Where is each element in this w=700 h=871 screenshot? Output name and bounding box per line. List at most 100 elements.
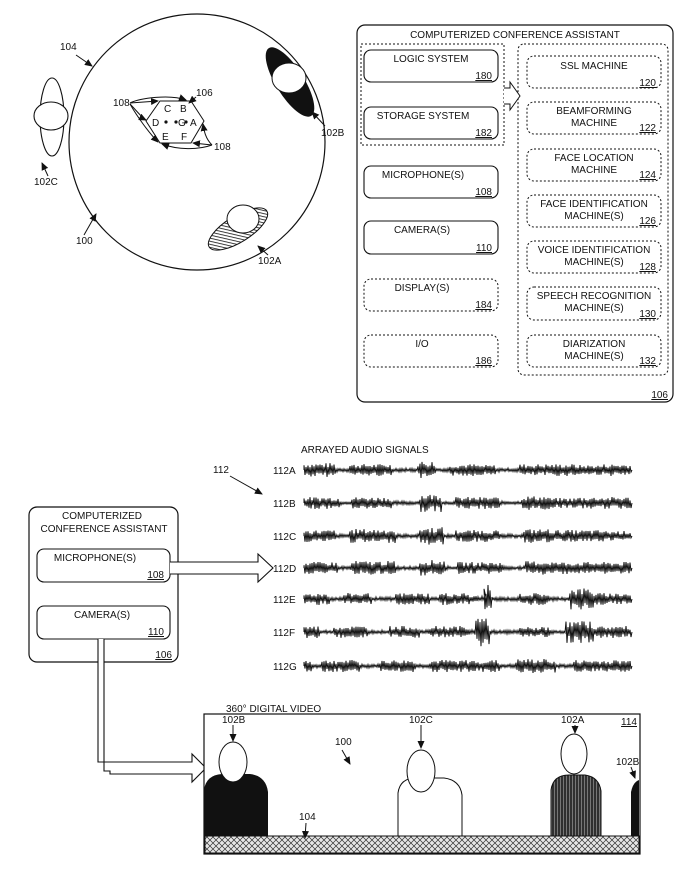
mic-letter: B	[180, 104, 187, 115]
svg-text:110: 110	[476, 243, 492, 254]
audio-arrow-icon	[170, 552, 274, 584]
table-strip	[204, 835, 640, 854]
svg-text:108: 108	[147, 570, 164, 581]
small-assistant-block: COMPUTERIZED CONFERENCE ASSISTANT MICROP…	[28, 506, 274, 784]
svg-text:182: 182	[475, 128, 492, 139]
video-ref: 114	[621, 717, 637, 728]
svg-text:SPEECH RECOGNITION: SPEECH RECOGNITION	[537, 291, 651, 302]
assistant-ref: 106	[651, 390, 668, 401]
machine-ssl: SSL MACHINE 120	[526, 55, 662, 89]
audio-waveform	[303, 659, 633, 673]
device-label-106: 106	[196, 88, 213, 99]
video-title: 360° DIGITAL VIDEO	[226, 704, 321, 715]
track-label: 112B	[273, 499, 296, 510]
person-102C-top	[33, 77, 69, 157]
small-title: CONFERENCE ASSISTANT	[40, 524, 167, 535]
svg-text:130: 130	[639, 309, 656, 320]
group-arrow-icon	[504, 80, 521, 112]
track-label: 112A	[273, 466, 296, 477]
block-displays: DISPLAY(S) 184	[363, 278, 499, 312]
svg-text:122: 122	[639, 123, 656, 134]
audio-title: ARRAYED AUDIO SIGNALS	[301, 445, 429, 456]
svg-text:MICROPHONE(S): MICROPHONE(S)	[54, 553, 136, 564]
svg-text:I/O: I/O	[415, 339, 429, 350]
svg-text:124: 124	[639, 170, 656, 181]
machine-voice-identification: VOICE IDENTIFICATION MACHINE(S) 128	[526, 240, 662, 274]
machine-face-identification: FACE IDENTIFICATION MACHINE(S) 126	[526, 194, 662, 228]
svg-text:DIARIZATION: DIARIZATION	[563, 339, 626, 350]
audio-waveform	[303, 461, 633, 479]
mic-letter: D	[152, 118, 159, 129]
svg-text:STORAGE SYSTEM: STORAGE SYSTEM	[377, 111, 470, 122]
svg-text:MACHINE(S): MACHINE(S)	[564, 257, 623, 268]
table-label-104: 104	[60, 42, 77, 53]
video-person-label: 102B	[616, 757, 640, 768]
video-table-label: 104	[299, 812, 316, 823]
mic-label-108: 108	[113, 98, 130, 109]
block-microphones: MICROPHONE(S) 108	[363, 165, 499, 199]
track-label: 112E	[273, 595, 296, 606]
video-room-label: 100	[335, 737, 352, 748]
audio-waveform	[303, 560, 633, 576]
person-label: 102A	[258, 256, 282, 267]
track-label: 112C	[273, 532, 296, 543]
track-label: 112D	[273, 564, 296, 575]
video-person-label: 102C	[409, 715, 433, 726]
svg-text:MACHINE(S): MACHINE(S)	[564, 351, 623, 362]
room-label-100: 100	[76, 236, 93, 247]
mic-letter: A	[190, 118, 197, 129]
svg-text:FACE LOCATION: FACE LOCATION	[554, 153, 633, 164]
digital-video-panel: 360° DIGITAL VIDEO 114 102B 102C 102A 10…	[203, 704, 641, 855]
svg-text:MACHINE: MACHINE	[571, 118, 617, 129]
track-label: 112F	[273, 628, 295, 639]
block-cameras: CAMERA(S) 110	[363, 220, 499, 255]
small-cameras: CAMERA(S) 110	[36, 605, 171, 640]
svg-text:CAMERA(S): CAMERA(S)	[394, 225, 450, 236]
conference-assistant-block: COMPUTERIZED CONFERENCE ASSISTANT 106 LO…	[356, 24, 674, 403]
svg-text:VOICE IDENTIFICATION: VOICE IDENTIFICATION	[538, 245, 651, 256]
video-person-label: 102A	[561, 715, 585, 726]
video-person-102B-edge	[631, 780, 639, 836]
svg-text:MACHINE(S): MACHINE(S)	[564, 303, 623, 314]
person-label: 102B	[321, 128, 345, 139]
svg-text:132: 132	[639, 356, 656, 367]
svg-text:LOGIC SYSTEM: LOGIC SYSTEM	[393, 54, 468, 65]
svg-text:126: 126	[639, 216, 656, 227]
block-io: I/O 186	[363, 334, 499, 368]
video-person-102A	[550, 733, 602, 837]
video-arrow-icon	[97, 639, 207, 784]
video-person-102C	[397, 749, 463, 837]
arrayed-audio-signals: ARRAYED AUDIO SIGNALS 112 112A 112B 112C…	[213, 445, 633, 673]
svg-text:DISPLAY(S): DISPLAY(S)	[395, 283, 450, 294]
machine-face-location: FACE LOCATION MACHINE 124	[526, 148, 662, 182]
audio-ref-112: 112	[213, 465, 229, 476]
svg-text:MACHINE: MACHINE	[571, 165, 617, 176]
small-title: COMPUTERIZED	[62, 511, 142, 522]
svg-text:186: 186	[475, 356, 492, 367]
block-storage-system: STORAGE SYSTEM 182	[363, 106, 499, 140]
mic-letter: C	[164, 104, 171, 115]
svg-text:MACHINE(S): MACHINE(S)	[564, 211, 623, 222]
machine-beamforming: BEAMFORMING MACHINE 122	[526, 101, 662, 135]
machine-diarization: DIARIZATION MACHINE(S) 132	[526, 334, 662, 368]
small-microphones: MICROPHONE(S) 108	[36, 548, 171, 583]
mic-label-108: 108	[214, 142, 231, 153]
mic-letter: G	[178, 118, 186, 129]
audio-waveform	[303, 527, 633, 545]
svg-text:SSL MACHINE: SSL MACHINE	[560, 61, 628, 72]
mic-letter: F	[181, 132, 187, 143]
person-102A-top	[207, 204, 269, 251]
person-102B-top	[265, 47, 315, 117]
audio-waveform	[303, 584, 633, 610]
conference-table	[68, 13, 326, 271]
svg-text:110: 110	[148, 627, 164, 638]
small-ref: 106	[155, 650, 172, 661]
svg-text:108: 108	[475, 187, 492, 198]
svg-text:FACE IDENTIFICATION: FACE IDENTIFICATION	[540, 199, 648, 210]
person-label: 102C	[34, 177, 58, 188]
track-label: 112G	[273, 662, 297, 673]
audio-waveform	[303, 618, 633, 647]
svg-text:184: 184	[475, 300, 492, 311]
microphone-array: C B D G A E F	[129, 94, 213, 150]
